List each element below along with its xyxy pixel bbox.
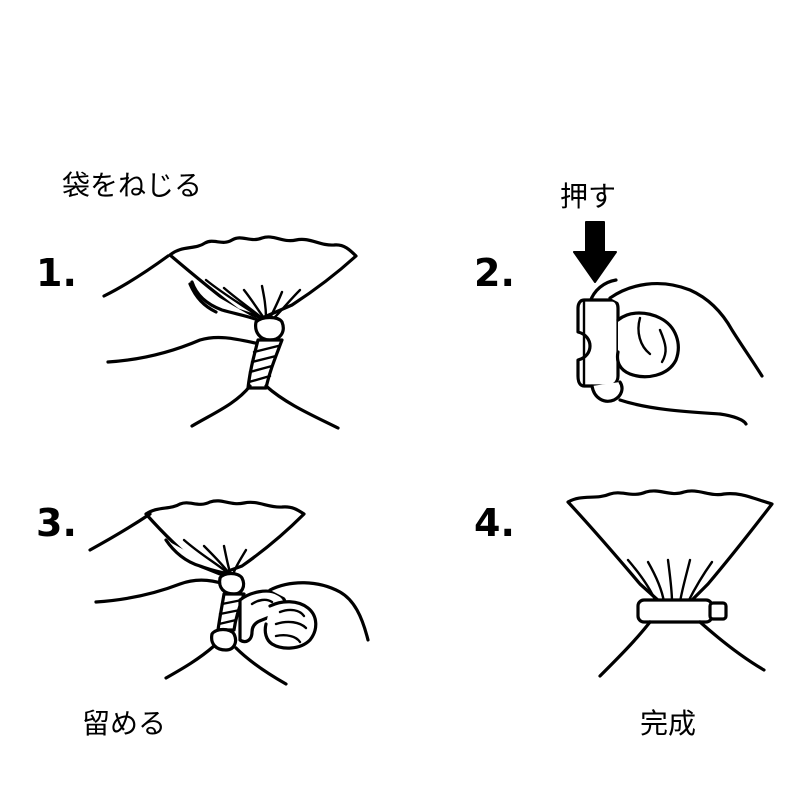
bag-mouth-top (566, 489, 774, 604)
step-2-illustration (573, 221, 764, 426)
press-arrow-icon (573, 221, 617, 283)
pressing-hand (608, 282, 764, 378)
step-3-illustration (88, 499, 370, 686)
step-4-illustration (566, 489, 774, 678)
step-1-caption: 袋をねじる (62, 169, 203, 202)
step-3-number: 3. (36, 501, 77, 545)
step-1-number: 1. (36, 251, 77, 295)
left-hand (190, 280, 260, 322)
bag-body (190, 384, 252, 428)
bag-mouth-top (168, 235, 358, 320)
right-hand (268, 581, 370, 642)
bag-clip (636, 598, 714, 624)
step-3-caption: 留める (82, 707, 167, 740)
fingertip (254, 315, 285, 342)
step-2-caption: 押す (560, 180, 617, 213)
bag-mouth-top (144, 499, 306, 576)
step-4-caption: 完成 (640, 707, 697, 740)
step-2-number: 2. (474, 251, 515, 295)
step-4-number: 4. (474, 501, 515, 545)
bag-clip (576, 298, 620, 388)
step-1-illustration (102, 235, 358, 430)
